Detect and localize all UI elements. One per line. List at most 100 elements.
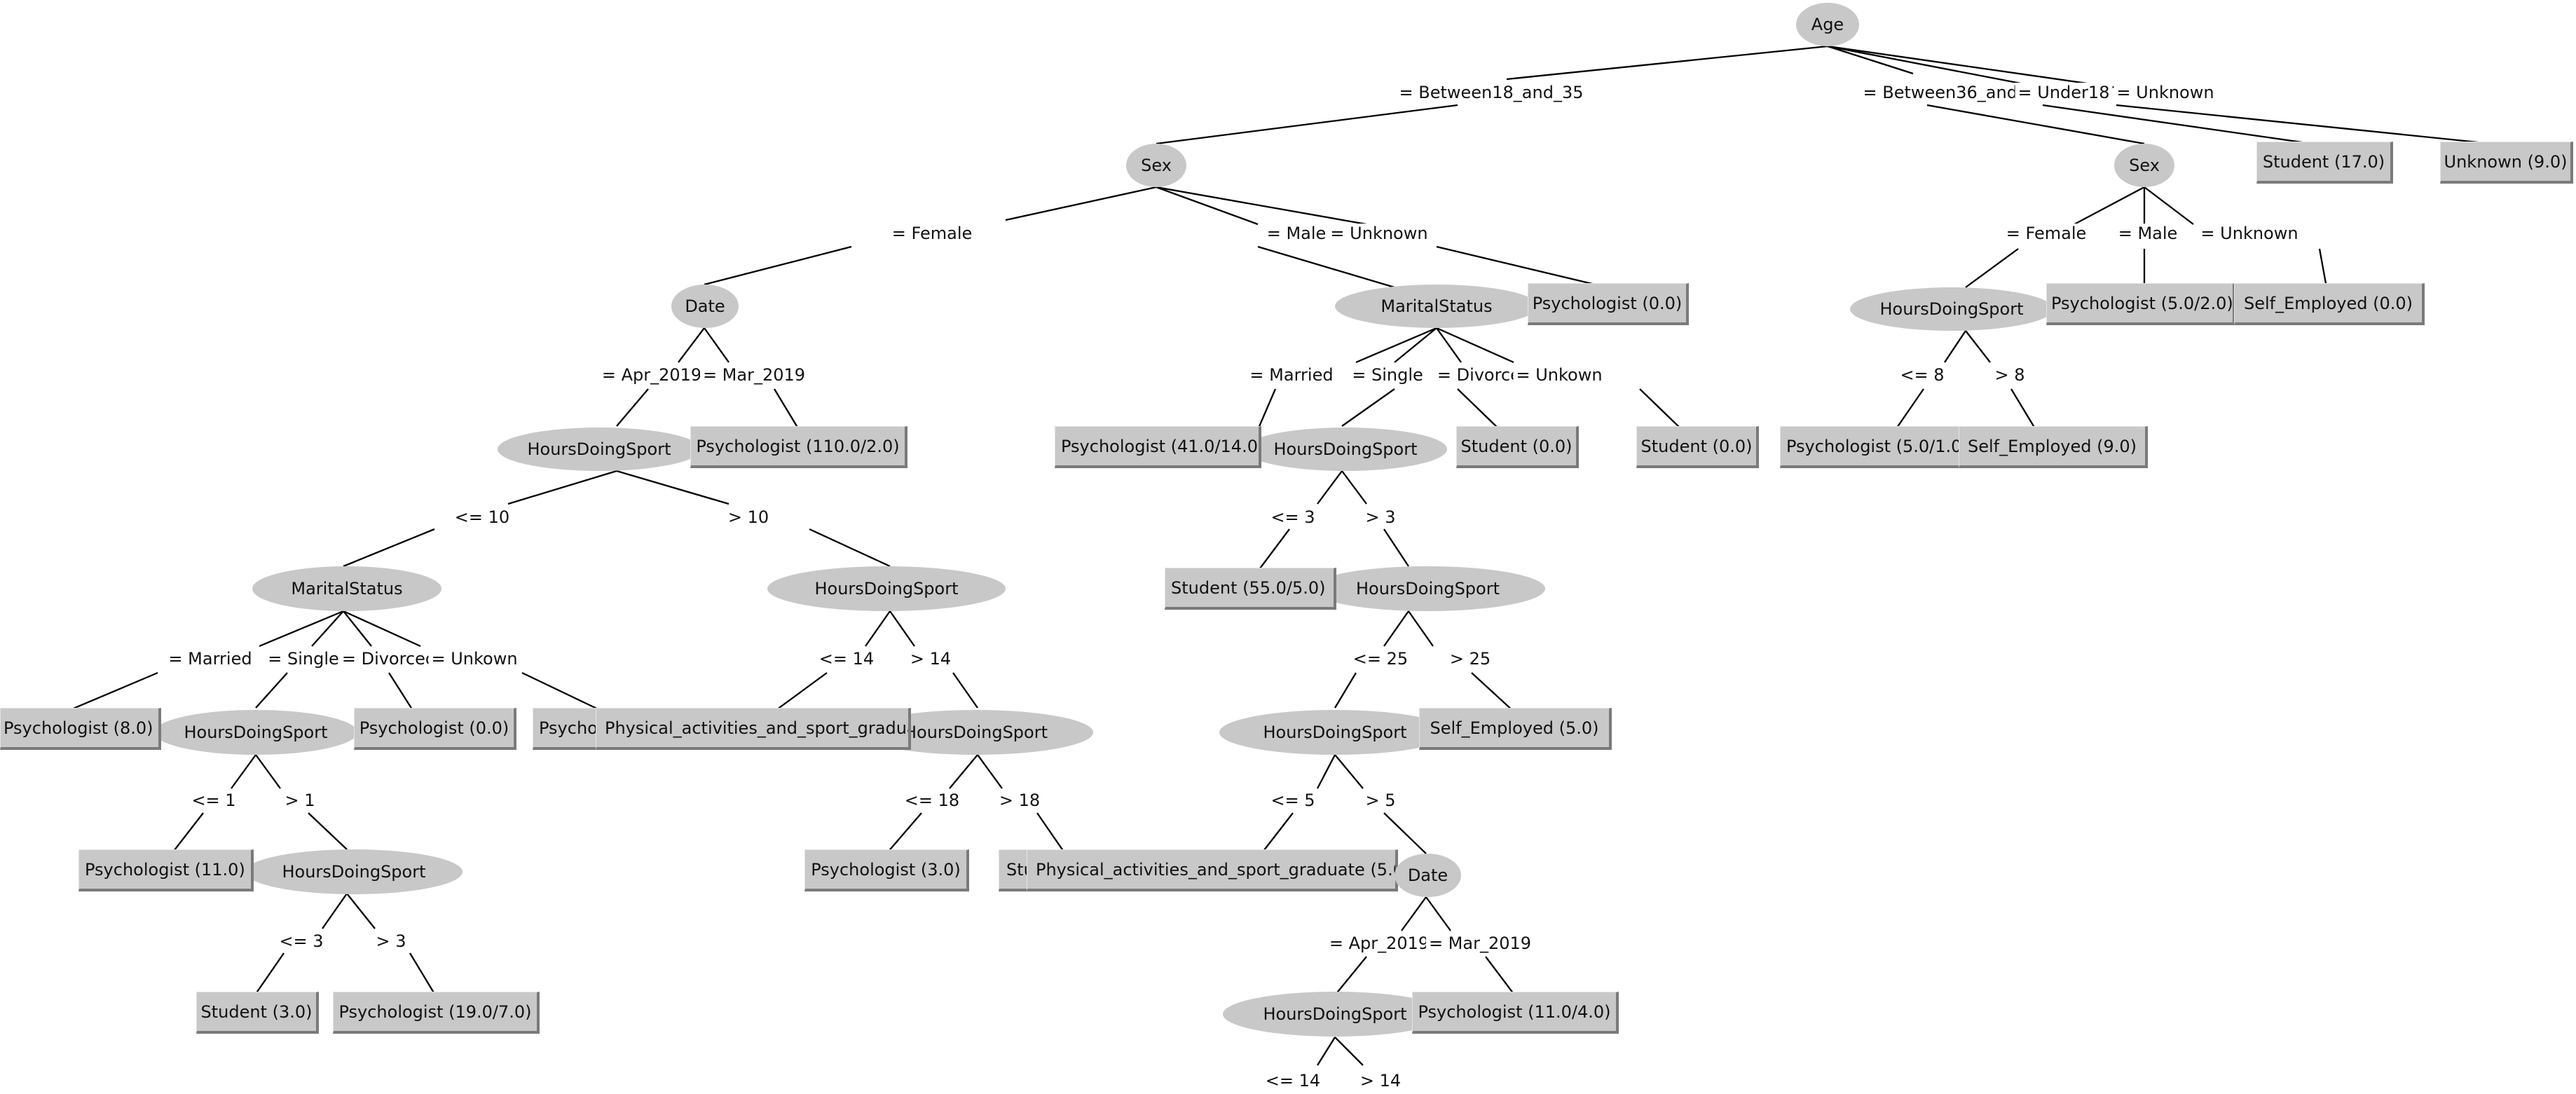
edge-label: > 5 xyxy=(1362,791,1399,810)
edge-line xyxy=(231,754,256,789)
edge-label: = Unknown xyxy=(1327,224,1431,243)
edge-line xyxy=(1156,186,1259,226)
tree-leaf[interactable]: Student (0.0) xyxy=(1636,426,1759,468)
edge-line xyxy=(171,812,204,854)
tree-leaf[interactable]: Psychologist (19.0/7.0) xyxy=(333,992,540,1034)
tree-leaf[interactable]: Self_Employed (5.0) xyxy=(1419,708,1612,750)
edge-label: = Mar_2019 xyxy=(699,365,809,385)
tree-node[interactable]: MaritalStatus xyxy=(252,566,441,611)
tree-leaf[interactable]: Psychologist (5.0/1.0) xyxy=(1780,426,1966,468)
edge-label: = Single xyxy=(265,649,342,669)
edge-label: > 8 xyxy=(1992,365,2028,385)
tree-leaf[interactable]: Psychologist (5.0/2.0) xyxy=(2046,283,2235,325)
edge-label: = Apr_2019 xyxy=(1326,934,1432,953)
tree-leaf[interactable]: Psychologist (0.0) xyxy=(354,708,516,750)
edge-label: <= 14 xyxy=(816,649,877,669)
edge-line xyxy=(1401,896,1427,931)
edge-line xyxy=(2074,186,2145,226)
edge-label: = Female xyxy=(889,224,975,243)
tree-node[interactable]: HoursDoingSport xyxy=(1310,566,1545,611)
edge-line xyxy=(809,528,891,568)
edge-line xyxy=(1156,186,1367,226)
tree-node[interactable]: HoursDoingSport xyxy=(1850,287,2053,331)
edge-label: <= 3 xyxy=(276,931,327,951)
tree-node[interactable]: HoursDoingSport xyxy=(498,428,701,471)
tree-leaf[interactable]: Psychologist (41.0/14.0) xyxy=(1055,426,1261,468)
tree-node[interactable]: MaritalStatus xyxy=(1335,285,1538,328)
edge-line xyxy=(1261,812,1294,854)
edge-label: > 3 xyxy=(1362,507,1399,527)
edge-line xyxy=(1926,104,2145,145)
edge-label: > 25 xyxy=(1446,649,1494,669)
edge-line xyxy=(886,812,922,854)
edge-line xyxy=(1334,672,1357,709)
edge-line xyxy=(1256,388,1277,430)
edge-line xyxy=(255,952,285,994)
tree-leaf[interactable]: Self_Employed (0.0) xyxy=(2234,283,2425,325)
edge-label: > 10 xyxy=(725,507,772,527)
tree-node[interactable]: HoursDoingSport xyxy=(245,849,463,894)
edge-label: <= 25 xyxy=(1350,649,1411,669)
edge-line xyxy=(977,754,1003,789)
edge-line xyxy=(1827,45,2043,89)
edge-line xyxy=(259,610,344,648)
tree-node[interactable]: HoursDoingSport xyxy=(1244,428,1447,471)
edge-line xyxy=(255,754,281,789)
edge-label: = Under18 xyxy=(2015,83,2113,102)
edge-line xyxy=(521,671,603,713)
tree-leaf[interactable]: Self_Employed (9.0) xyxy=(1959,426,2148,468)
edge-line xyxy=(311,610,344,647)
tree-leaf[interactable]: Psychologist (110.0/2.0) xyxy=(690,426,907,468)
tree-leaf[interactable]: Student (55.0/5.0) xyxy=(1165,568,1336,610)
tree-node[interactable]: Age xyxy=(1796,3,1859,46)
tree-leaf[interactable]: Physical_activities_and_sport_graduate (… xyxy=(1027,849,1398,891)
tree-leaf[interactable]: Psychologist (3.0) xyxy=(804,849,969,891)
edge-label: = Mar_2019 xyxy=(1425,934,1535,953)
edge-line xyxy=(1436,327,1462,363)
edge-line xyxy=(1316,754,1336,789)
edge-line xyxy=(1457,388,1500,430)
edge-line xyxy=(308,812,348,850)
edge-line xyxy=(704,245,852,286)
edge-line xyxy=(774,672,828,712)
tree-node[interactable]: Date xyxy=(671,285,739,328)
edge-line xyxy=(949,754,978,789)
tree-node[interactable]: Date xyxy=(1395,854,1461,897)
tree-node[interactable]: Sex xyxy=(1126,144,1186,187)
tree-leaf[interactable]: Student (17.0) xyxy=(2256,142,2393,184)
edge-label: <= 14 xyxy=(1262,1071,1324,1090)
edge-line xyxy=(1383,610,1409,647)
edge-label: = Divorced xyxy=(338,649,439,669)
tree-node[interactable]: Sex xyxy=(2114,144,2174,187)
edge-label: > 3 xyxy=(373,931,409,951)
edge-line xyxy=(1036,812,1066,854)
edge-label: = Male xyxy=(1263,224,1329,243)
edge-line xyxy=(889,610,915,647)
edge-line xyxy=(774,388,800,430)
tree-node[interactable]: HoursDoingSport xyxy=(154,710,357,755)
tree-node[interactable]: HoursDoingSport xyxy=(1219,710,1451,755)
tree-leaf[interactable]: Student (0.0) xyxy=(1456,426,1579,468)
edge-label: = Unkown xyxy=(1513,365,1605,385)
edge-label: = Single xyxy=(1349,365,1426,385)
edge-line xyxy=(66,671,158,713)
tree-leaf[interactable]: Psychologist (11.0/4.0) xyxy=(1412,992,1619,1034)
tree-node[interactable]: HoursDoingSport xyxy=(1223,992,1447,1037)
tree-leaf[interactable]: Unknown (9.0) xyxy=(2440,142,2573,184)
tree-leaf[interactable]: Psychologist (11.0) xyxy=(78,849,254,891)
edge-label: <= 1 xyxy=(189,791,239,810)
tree-leaf[interactable]: Psychologist (0.0) xyxy=(1528,283,1689,325)
tree-leaf[interactable]: Psychologist (8.0) xyxy=(0,708,161,750)
edge-line xyxy=(1257,245,1395,289)
edge-line xyxy=(322,893,348,929)
tree-leaf[interactable]: Student (3.0) xyxy=(196,992,319,1034)
edge-line xyxy=(616,470,729,505)
edge-line xyxy=(952,672,978,709)
edge-label: <= 8 xyxy=(1897,365,1947,385)
edge-label: = Male xyxy=(2115,224,2181,243)
tree-node[interactable]: HoursDoingSport xyxy=(767,566,1006,611)
edge-label: <= 18 xyxy=(901,791,963,810)
tree-leaf[interactable]: Physical_activities_and_sport_graduate (… xyxy=(596,708,911,750)
edge-line xyxy=(1341,470,1367,505)
